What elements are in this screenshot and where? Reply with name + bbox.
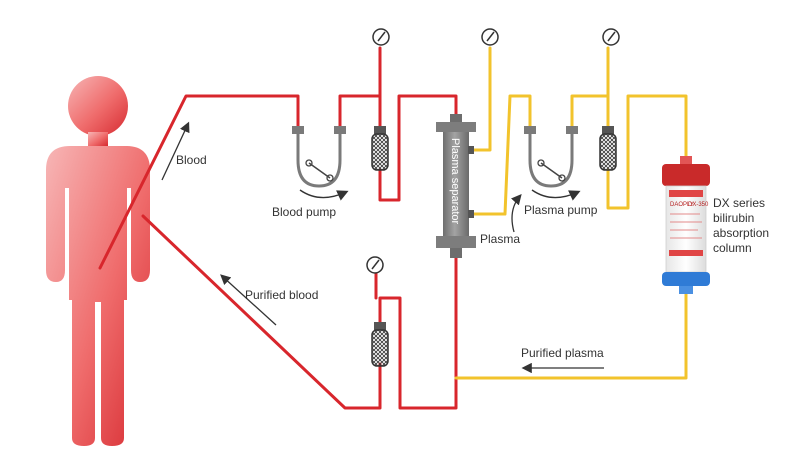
- plasma-separator: Plasma separator: [436, 114, 476, 258]
- plasma-pump-label: Plasma pump: [524, 203, 598, 217]
- blood-pump-icon: [292, 126, 349, 201]
- plasma-tubing: [454, 46, 688, 380]
- pressure-gauge-icon: [481, 28, 499, 46]
- drip-chamber-icon: [371, 322, 389, 367]
- person-silhouette-icon: [46, 76, 150, 446]
- column-label-line-3: absorption: [713, 226, 769, 240]
- blood-label: Blood: [176, 153, 207, 167]
- column-label-line-2: bilirubin: [713, 211, 754, 225]
- plasma-label: Plasma: [480, 232, 520, 246]
- column-brand-text: DAOPLY: [670, 202, 694, 208]
- purified-blood-label: Purified blood: [245, 288, 318, 302]
- plasma-direction-arrow: [510, 194, 522, 233]
- plasma-separator-label: Plasma separator: [449, 138, 461, 225]
- blood-pump-label: Blood pump: [272, 205, 336, 219]
- purified-blood-direction-arrow: [220, 274, 277, 326]
- column-label-line-4: column: [713, 241, 752, 255]
- column-label-line-1: DX series: [713, 196, 765, 210]
- pressure-gauge-icon: [602, 28, 620, 46]
- pressure-gauge-icon: [366, 256, 384, 274]
- blood-direction-arrow: [161, 121, 190, 181]
- plasma-pump-icon: [524, 126, 581, 201]
- flow-arrows: [161, 121, 604, 374]
- drip-chamber-icon: [599, 126, 617, 171]
- column-model-text: DX-350: [688, 202, 709, 208]
- pressure-gauge-icon: [372, 28, 390, 46]
- drip-chamber-icon: [371, 126, 389, 171]
- blood-tubing: [98, 46, 458, 410]
- adsorption-column: DAOPLY DX-350: [662, 156, 710, 294]
- purified-plasma-label: Purified plasma: [521, 346, 604, 360]
